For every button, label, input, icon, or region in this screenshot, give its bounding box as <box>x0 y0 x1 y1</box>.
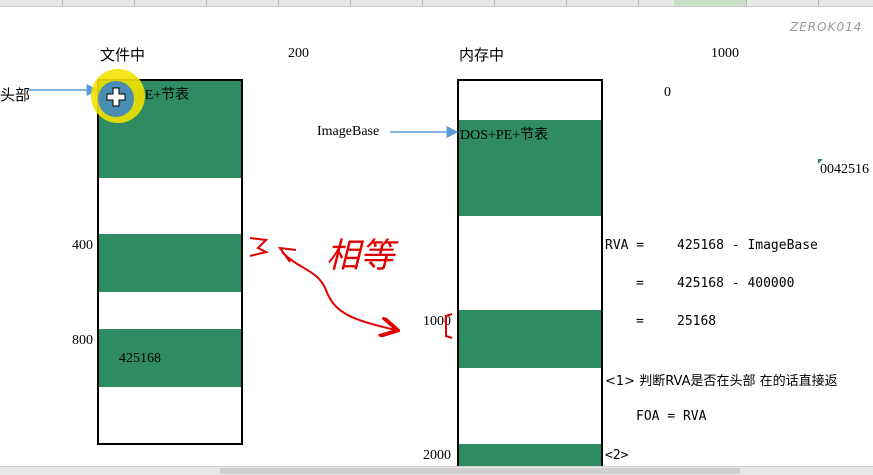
file-section-bracket <box>249 237 269 257</box>
column-header-strip <box>0 0 873 7</box>
column-divider <box>566 0 567 6</box>
memory-header-region <box>459 120 601 216</box>
file-section-title: 文件中 <box>100 46 146 64</box>
selected-column-header[interactable] <box>674 0 746 6</box>
file-offset-800: 800 <box>72 333 93 348</box>
move-cursor-icon <box>106 87 126 107</box>
file-section-2 <box>99 329 241 387</box>
column-divider <box>818 0 819 6</box>
imagebase-label: ImageBase <box>317 124 380 139</box>
rva-label: RVA = <box>605 238 645 253</box>
step-1-text: <1> 判断RVA是否在头部 在的话直接返 <box>605 374 838 389</box>
file-section-1 <box>99 234 241 292</box>
memory-section-1 <box>459 310 601 368</box>
equality-arrow <box>281 251 396 330</box>
column-divider <box>746 0 747 6</box>
file-layout-box <box>97 79 243 445</box>
memory-zero-offset: 0 <box>664 85 671 100</box>
column-divider <box>134 0 135 6</box>
watermark: ZEROK014 <box>790 20 863 34</box>
column-divider <box>206 0 207 6</box>
step-1-formula: FOA = RVA <box>636 409 707 424</box>
file-offset-400: 400 <box>72 238 93 253</box>
equal-annotation: 相等 <box>326 236 394 276</box>
column-divider <box>422 0 423 6</box>
memory-offset-2000: 2000 <box>423 448 451 463</box>
column-divider <box>638 0 639 6</box>
rva-result: 25168 <box>677 314 717 329</box>
rva-formula-2: 425168 - 400000 <box>677 276 795 291</box>
file-size-value: 200 <box>288 46 309 61</box>
column-divider <box>62 0 63 6</box>
scrollbar-thumb[interactable] <box>220 468 740 474</box>
memory-section-title: 内存中 <box>459 46 505 64</box>
cell-comment-marker <box>818 159 823 164</box>
equality-arrow-tail <box>277 246 297 263</box>
horizontal-scrollbar[interactable] <box>0 466 873 475</box>
column-divider <box>278 0 279 6</box>
memory-offset-1000: 1000 <box>423 314 451 329</box>
step-2-label: <2> <box>605 448 629 463</box>
memory-header-region-label: DOS+PE+节表 <box>460 128 549 143</box>
memory-size-value: 1000 <box>711 46 739 61</box>
column-divider <box>350 0 351 6</box>
column-divider <box>494 0 495 6</box>
equals-sign-2: = <box>636 276 644 291</box>
rva-formula-1: 425168 - ImageBase <box>677 238 818 253</box>
header-label: 头部 <box>0 86 31 104</box>
memory-section-bracket <box>445 313 453 339</box>
address-value: 0042516 <box>820 162 869 177</box>
equals-sign-3: = <box>636 314 644 329</box>
file-value-in-section: 425168 <box>119 351 161 366</box>
